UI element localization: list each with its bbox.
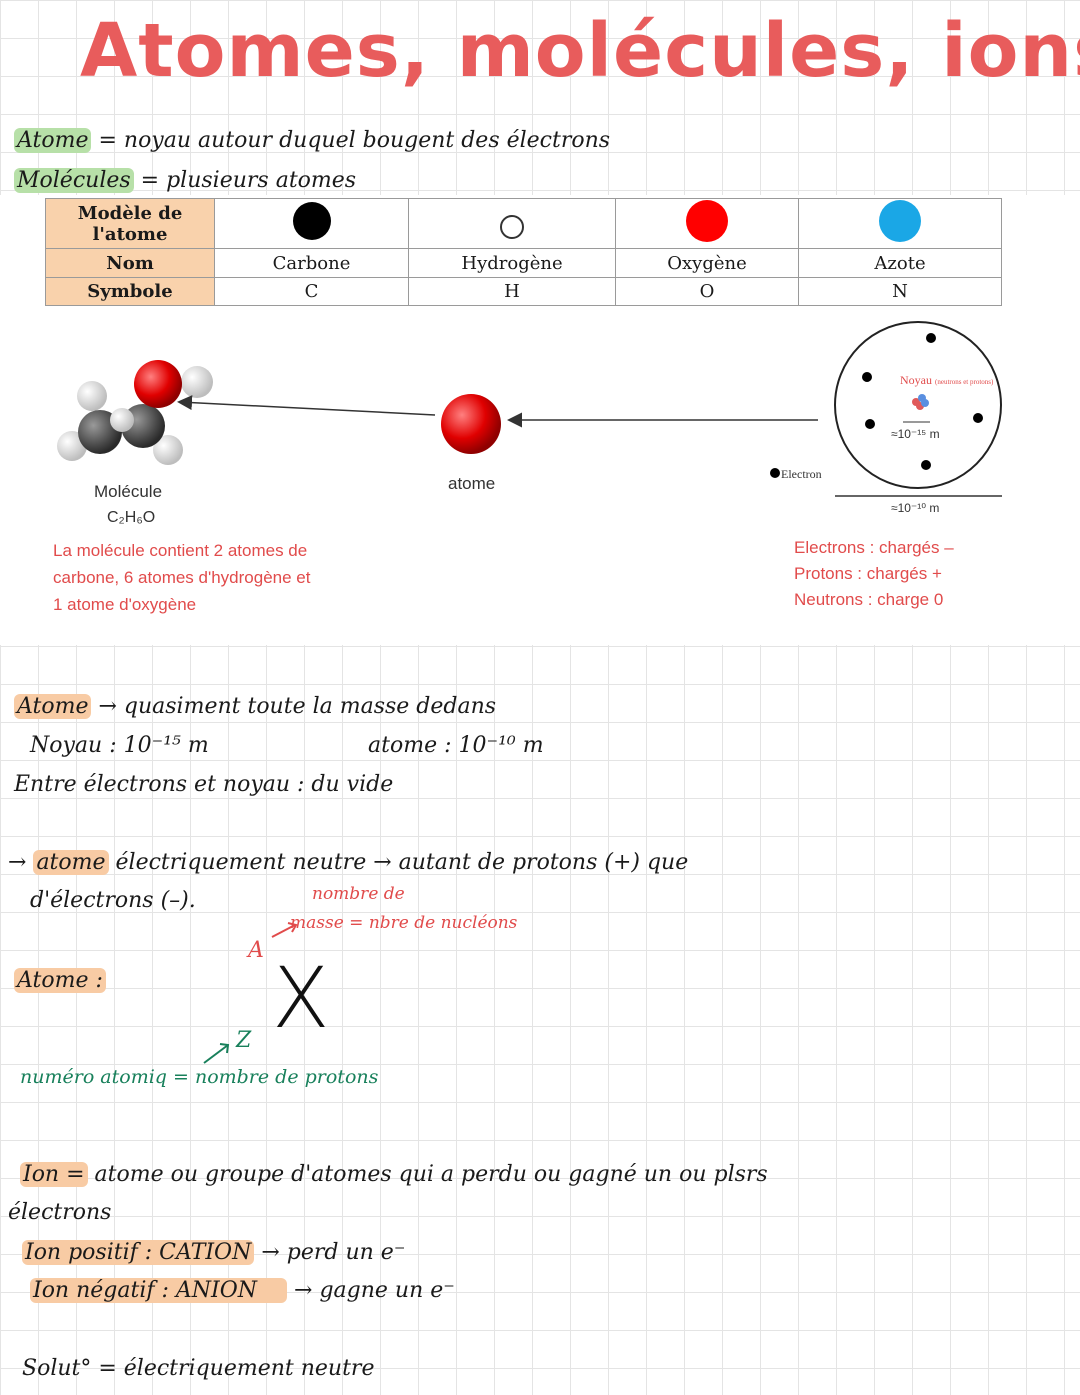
note-ion: Ion = atome ou groupe d'atomes qui a per… [20,1162,768,1187]
atom-structure-icon [770,321,1002,497]
note-neutre-term: atome [33,850,109,875]
molecule-note: La molécule contient 2 atomes de carbone… [53,537,310,618]
mass-label-line2: masse = nbre de nucléons [290,913,518,933]
z-letter: Z [236,1028,252,1053]
carbon-name: Carbone [214,248,409,278]
note-atome-term: Atome [14,694,92,719]
atome-term: Atome [14,128,92,153]
noyau-size: ≈10⁻¹⁵ m [891,427,940,441]
molecule-note-line: La molécule contient 2 atomes de [53,541,308,560]
atom-table: Modèle de l'atome Nom Carbone Hydrogène … [45,198,1002,306]
definition-atome: Atome = noyau autour duquel bougent des … [14,128,610,153]
note-vide: Entre électrons et noyau : du vide [14,772,394,797]
charge-electrons: Electrons : chargés – [794,538,954,557]
atom-size: ≈10⁻¹⁰ m [891,501,940,515]
notation-arrows [203,922,298,1064]
noyau-subtitle: (neutrons et protons) [935,378,994,386]
molecule-note-line: 1 atome d'oxygène [53,595,197,614]
arrow-mass-icon [271,924,296,938]
note-atome-rest: → quasiment toute la masse dedans [98,694,497,719]
note-ion-line2: électrons [8,1200,112,1225]
molecule-formula: C₂H₆O [107,509,156,526]
molecule-definition: = plusieurs atomes [140,168,357,193]
mass-label-line1: nombre de [312,884,405,904]
nitrogen-model [798,198,1002,249]
note-neutre: → atome électriquement neutre → autant d… [8,850,688,875]
oxygen-symbol: O [615,277,799,306]
note-electrons: d'électrons (–). [30,888,196,913]
note-cation: Ion positif : CATION → perd un e⁻ [22,1240,405,1265]
oxygen-name: Oxygène [615,248,799,278]
page-title: Atomes, molécules, ions [80,8,1080,94]
charge-protons: Protons : chargés + [794,564,942,583]
note-atome-notation: Atome : [14,968,106,993]
molecule-model-icon [57,360,213,465]
atomic-number-label: numéro atomiq = nombre de protons [20,1066,379,1088]
arrow-atomic-icon [203,1044,229,1064]
note-anion: Ion négatif : ANION → gagne un e⁻ [30,1278,455,1303]
anion-term: Ion négatif : ANION [30,1278,288,1303]
molecule-note-line: carbone, 6 atomes d'hydrogène et [53,568,311,587]
row-header-model: Modèle de l'atome [45,198,215,249]
electron-label: Electron [781,467,822,481]
molecule-label: Molécule [94,482,163,501]
ion-definition: atome ou groupe d'atomes qui a perdu ou … [94,1162,768,1187]
row-header-symbol: Symbole [45,277,215,306]
carbon-model [214,198,409,249]
cation-rest: → perd un e⁻ [261,1240,406,1265]
hydrogen-model [408,198,616,249]
hydrogen-symbol: H [408,277,616,306]
definition-molecule: Molécules = plusieurs atomes [14,168,356,193]
molecule-term: Molécules [14,168,134,193]
charges-list: Electrons : chargés – Protons : chargés … [794,535,954,613]
noyau-label: Noyau (neutrons et protons) [900,374,1000,388]
atome-definition: = noyau autour duquel bougent des électr… [98,128,611,153]
figure-diagram [57,321,1002,497]
charge-neutrons: Neutrons : charge 0 [794,590,944,609]
oxygen-model [615,198,799,249]
note-neutre-rest: électriquement neutre → autant de proton… [115,850,689,875]
note-atome-masse: Atome → quasiment toute la masse dedans [14,694,496,719]
arrow-atom-to-molecule [177,395,436,416]
x-symbol: X [272,949,330,1047]
noyau-title: Noyau [900,373,932,387]
atome-label: atome [448,474,496,493]
cation-term: Ion positif : CATION [22,1240,255,1265]
atome-ball-icon [441,394,501,454]
nitrogen-name: Azote [798,248,1002,278]
note-atome-size: atome : 10⁻¹⁰ m [368,733,544,758]
anion-rest: → gagne un e⁻ [294,1278,455,1303]
hydrogen-name: Hydrogène [408,248,616,278]
nitrogen-symbol: N [798,277,1002,306]
note-atome-notation-term: Atome : [14,968,106,993]
a-letter: A [248,938,264,963]
note-noyau-size: Noyau : 10⁻¹⁵ m [30,733,209,758]
carbon-symbol: C [214,277,409,306]
row-header-name: Nom [45,248,215,278]
ion-term: Ion = [20,1162,88,1187]
note-solution: Solut° = électriquement neutre [22,1356,375,1381]
note-arrow: → [8,850,27,875]
